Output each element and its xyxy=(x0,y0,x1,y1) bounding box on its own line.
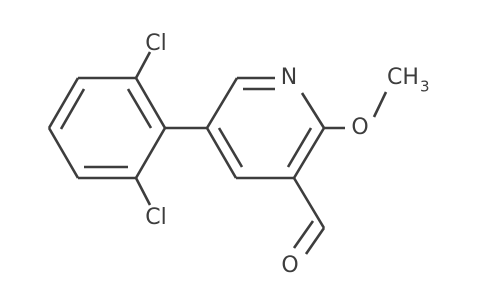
bond-o-ch3 xyxy=(372,91,388,118)
methyl-subscript: 3 xyxy=(420,78,430,96)
double-bond-inner xyxy=(217,127,244,168)
chlorine-label-bottom: Cl xyxy=(145,205,166,230)
bond xyxy=(292,127,326,179)
chlorine-label-top: Cl xyxy=(145,31,166,56)
oxygen-methoxy-label: O xyxy=(351,115,368,140)
bond xyxy=(205,127,238,179)
bond-c-o-aldehyde xyxy=(304,227,326,255)
bond-to-cl-top xyxy=(134,51,152,79)
double-bond-inner xyxy=(286,127,313,168)
bond xyxy=(134,127,167,179)
bond-ring-cho xyxy=(292,177,326,229)
bond xyxy=(47,77,80,129)
bond-c-o-aldehyde-double xyxy=(292,220,315,249)
bond xyxy=(300,92,326,129)
oxygen-aldehyde-label: O xyxy=(281,253,298,278)
methyl-label: CH xyxy=(387,65,419,90)
bond xyxy=(134,77,167,129)
bond-to-cl-bottom xyxy=(134,177,152,206)
double-bond-inner xyxy=(59,88,86,130)
double-bond-inner xyxy=(126,88,153,129)
bond xyxy=(47,127,80,179)
bond xyxy=(205,77,239,129)
nitrogen-label: N xyxy=(281,65,297,90)
pyridine-ring xyxy=(205,76,326,180)
dichlorophenyl-ring xyxy=(47,76,167,180)
